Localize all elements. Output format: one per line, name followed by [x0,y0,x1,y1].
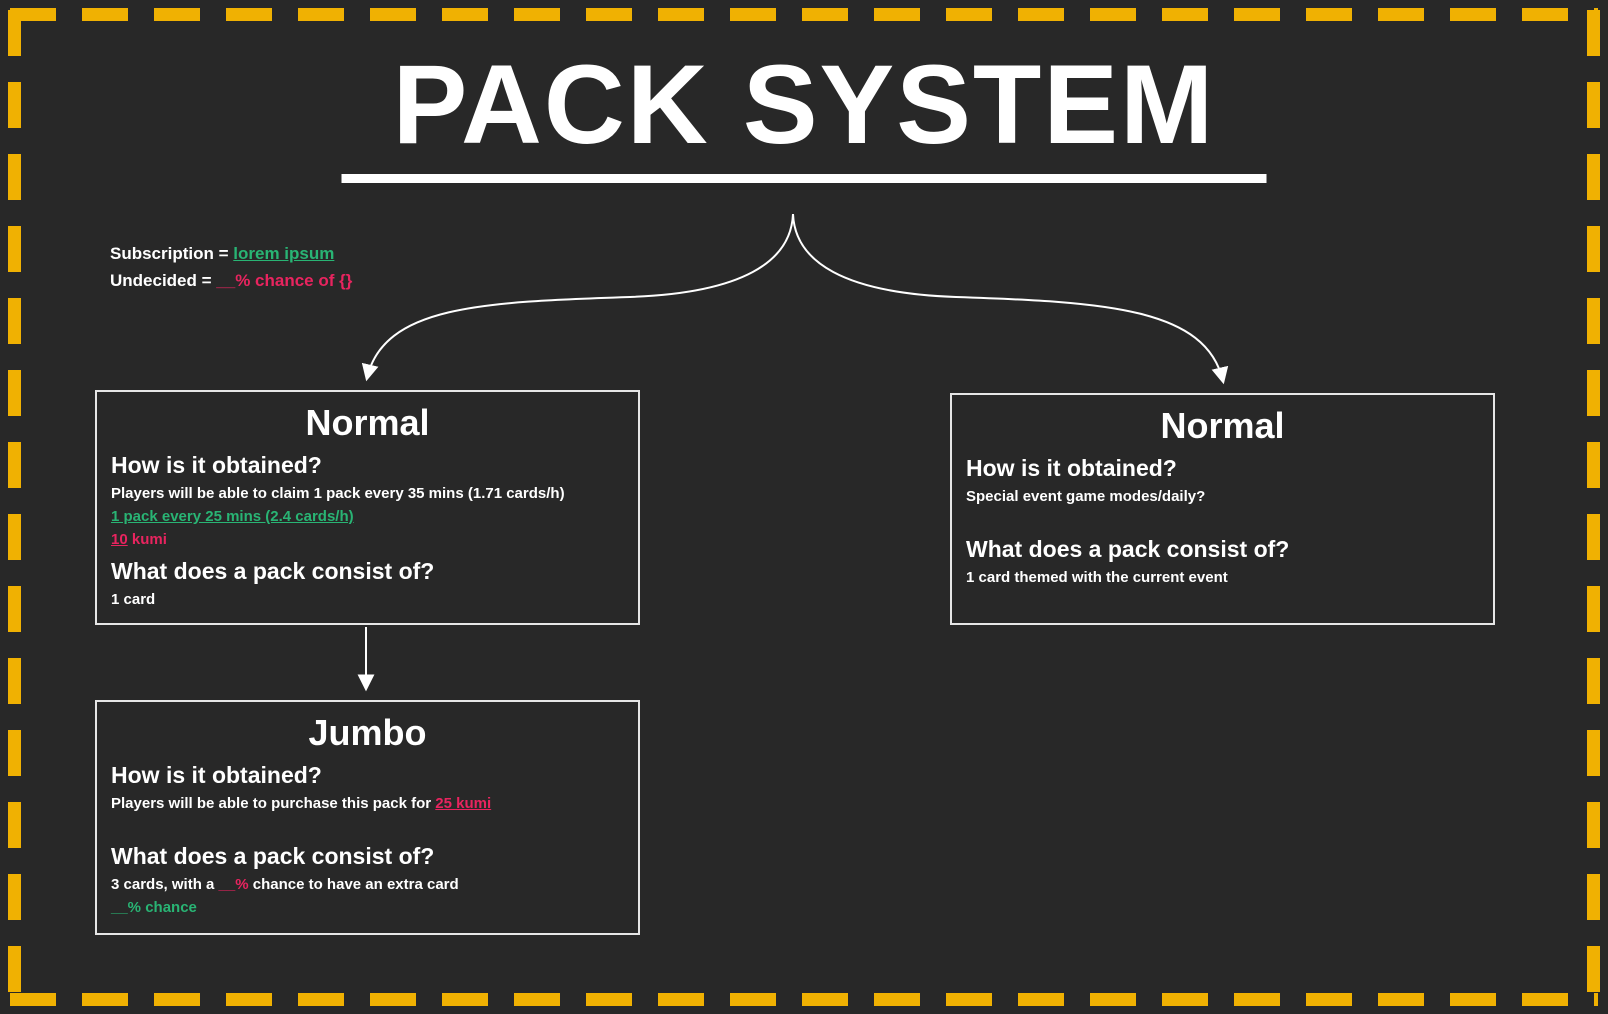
box-normal-left-question-obtained: How is it obtained? [111,452,322,478]
box-normal-left-consist: 1 card [111,591,156,608]
legend-undecided-value: __% chance of {} [216,271,353,290]
price-number: 10 [111,531,128,548]
spacer [966,510,1479,528]
frame-dash-bottom [10,993,1598,1006]
box-normal-left: Normal How is it obtained? Players will … [95,390,640,625]
box-normal-right-question-consist: What does a pack consist of? [966,536,1290,562]
consist-suffix: chance to have an extra card [248,876,459,893]
box-jumbo-question-consist: What does a pack consist of? [111,843,435,869]
frame-dash-top [10,8,1598,21]
box-jumbo-consist-alt: __% chance [111,899,197,916]
box-normal-right-question-obtained: How is it obtained? [966,455,1177,481]
box-jumbo: Jumbo How is it obtained? Players will b… [95,700,640,935]
box-normal-left-obtain-alt: 1 pack every 25 mins (2.4 cards/h) [111,508,354,525]
price-unit: kumi [127,531,167,548]
page-title: PACK SYSTEM [392,42,1216,167]
title-underline [341,174,1267,183]
box-normal-right-consist: 1 card themed with the current event [966,569,1228,586]
box-jumbo-question-obtained: How is it obtained? [111,762,322,788]
consist-prefix: 3 cards, with a [111,876,219,893]
consist-pct: __% [218,876,249,893]
legend-undecided: Undecided = __% chance of {} [110,267,352,294]
box-normal-left-question-consist: What does a pack consist of? [111,558,435,584]
obtain-prefix: Players will be able to purchase this pa… [111,795,436,812]
brace-right-branch [792,213,1229,385]
legend-undecided-label: Undecided = [110,271,217,290]
box-jumbo-consist: 3 cards, with a __% chance to have an ex… [111,875,624,895]
box-normal-left-obtain-current: Players will be able to claim 1 pack eve… [111,485,565,502]
box-jumbo-title: Jumbo [308,712,427,753]
legend: Subscription = lorem ipsum Undecided = _… [110,240,352,294]
box-normal-right-title: Normal [1160,405,1285,446]
box-normal-left-title: Normal [305,402,430,443]
frame-dash-left [8,10,21,1004]
spacer [111,817,624,835]
box-jumbo-obtain: Players will be able to purchase this pa… [111,794,624,814]
lorem-ipsum-link[interactable]: lorem ipsum [233,244,335,263]
obtain-price: 25 kumi [435,795,492,812]
legend-subscription: Subscription = lorem ipsum [110,240,352,267]
frame-dash-right [1587,10,1600,1004]
box-normal-left-price: 10 kumi [111,530,624,550]
legend-subscription-label: Subscription = [110,244,234,263]
brace-left-branch [361,213,794,382]
box-normal-right: Normal How is it obtained? Special event… [950,393,1495,625]
box-normal-right-obtain: Special event game modes/daily? [966,488,1206,505]
